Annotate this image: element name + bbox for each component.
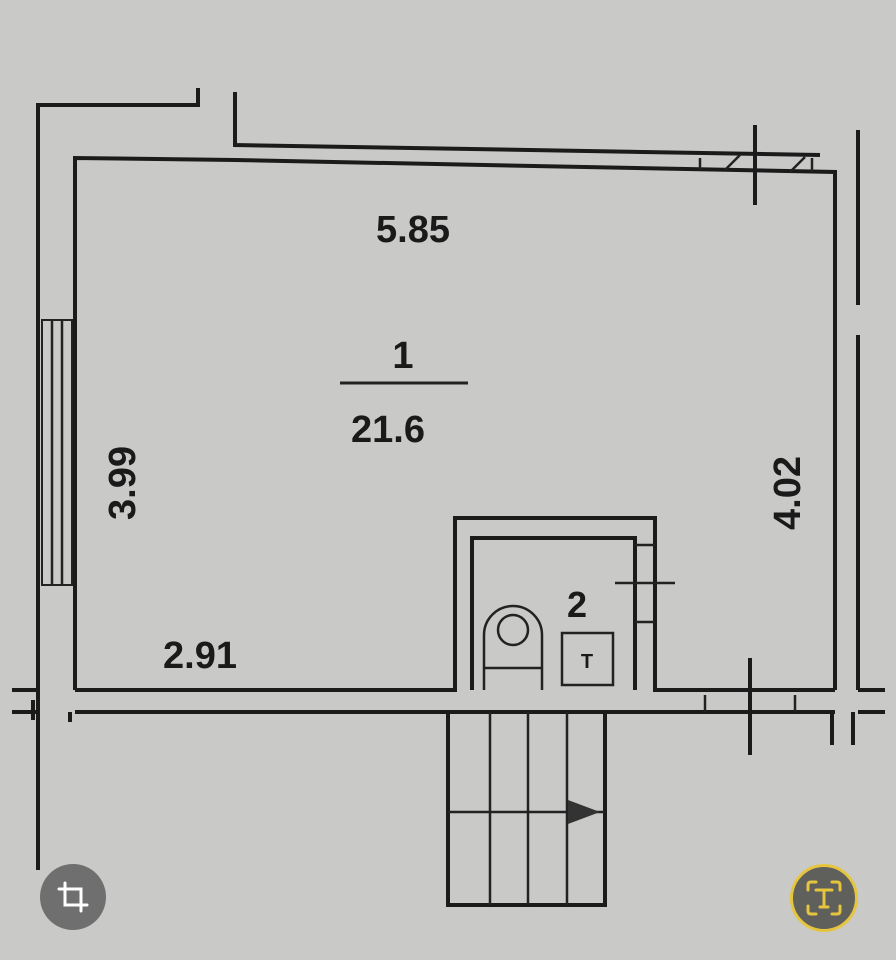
stairs (446, 710, 607, 907)
fixture-label: T (581, 651, 593, 673)
live-text-icon (806, 880, 842, 916)
stair-arrow-icon (568, 800, 600, 824)
room2-number: 2 (567, 584, 587, 625)
crop-button[interactable] (40, 864, 106, 930)
top-dimension: 5.85 (376, 209, 450, 251)
left-dimension: 3.99 (102, 446, 144, 520)
room1-area: 21.6 (351, 409, 425, 451)
room1-number: 1 (392, 335, 413, 377)
toilet-icon (482, 604, 544, 690)
bottom-left-dimension: 2.91 (163, 635, 237, 677)
right-dimension: 4.02 (767, 456, 809, 530)
window-left (41, 319, 73, 586)
crop-icon (57, 881, 89, 913)
shower-box (560, 631, 615, 687)
live-text-button[interactable] (790, 864, 858, 932)
bathroom: T (470, 536, 675, 690)
